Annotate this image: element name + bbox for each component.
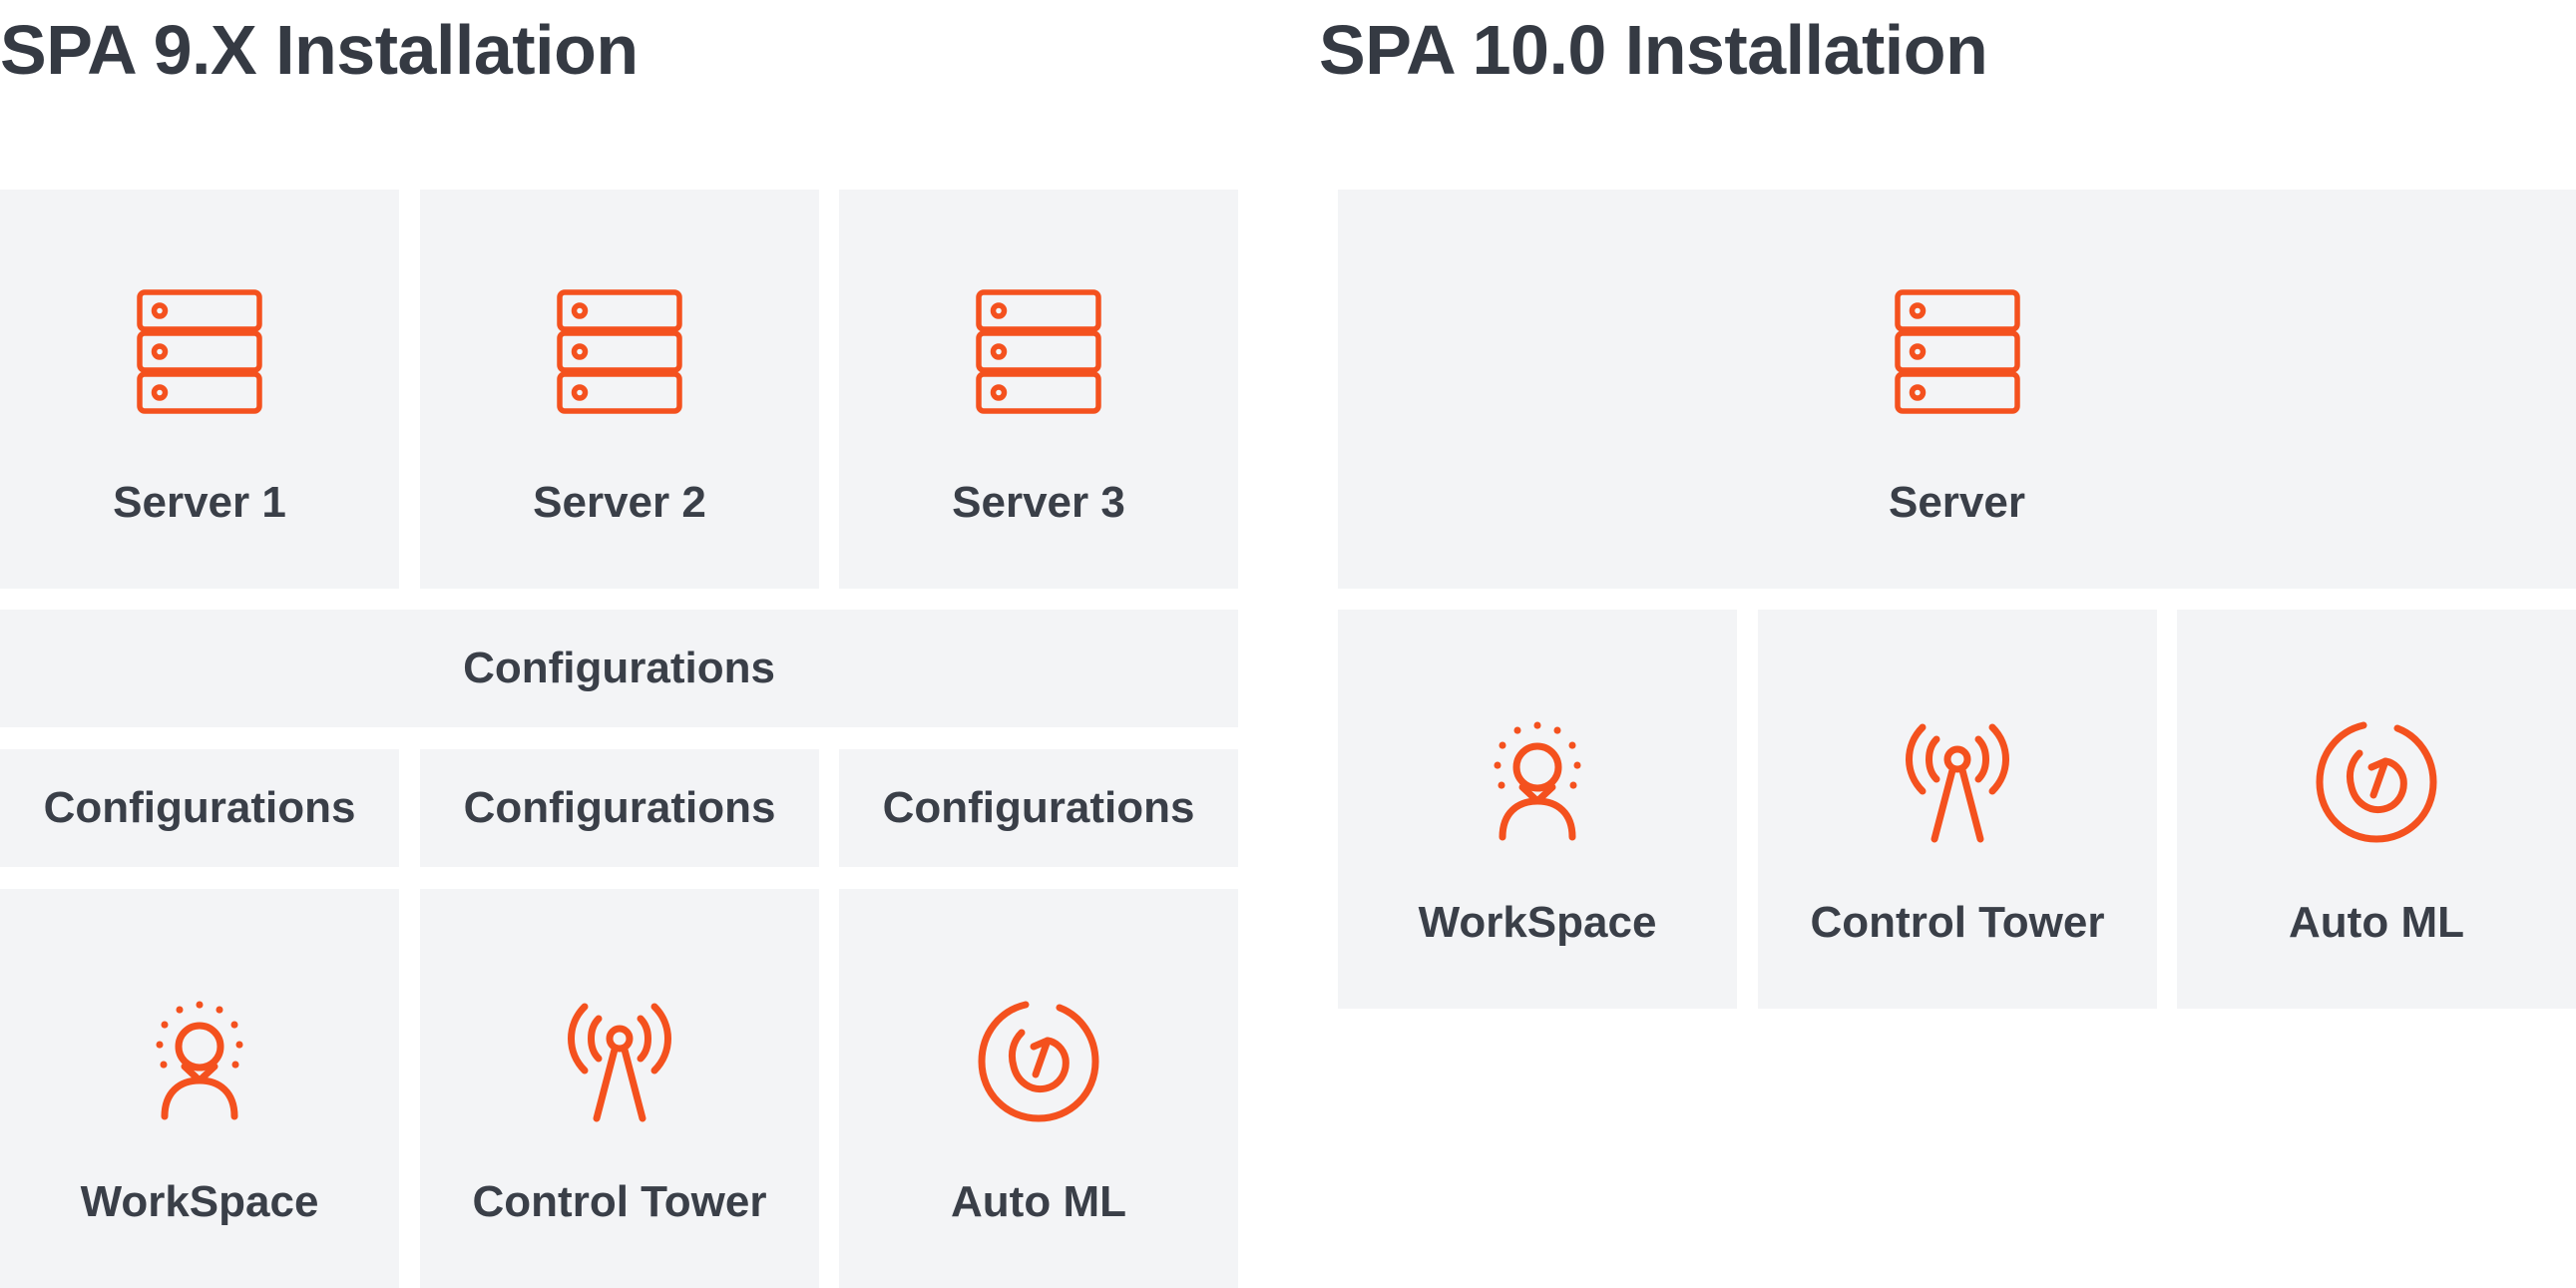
spa10-server-panel: Server — [1338, 190, 2576, 589]
spa9-server-3-label: Server 3 — [952, 478, 1125, 527]
spa10-title: SPA 10.0 Installation — [1319, 11, 1988, 89]
spa9-config-3: Configurations — [839, 749, 1238, 867]
spa9-config-2: Configurations — [420, 749, 819, 867]
spa9-server-2-panel: Server 2 — [420, 190, 819, 589]
spa9-app-workspace: WorkSpace — [0, 889, 399, 1288]
spa10-app-control-tower: Control Tower — [1758, 610, 2157, 1009]
workspace-person-icon — [1473, 717, 1602, 847]
spa10-app-control-tower-label: Control Tower — [1810, 898, 2105, 947]
server-icon — [135, 287, 264, 417]
spa9-config-2-label: Configurations — [463, 783, 776, 832]
spa9-app-control-tower-label: Control Tower — [472, 1177, 767, 1226]
refresh-cycle-icon — [2312, 717, 2441, 847]
server-icon — [974, 287, 1103, 417]
spa9-shared-configurations-label: Configurations — [463, 644, 775, 692]
server-icon — [1893, 287, 2022, 417]
refresh-cycle-icon — [974, 997, 1103, 1126]
spa9-app-auto-ml-label: Auto ML — [951, 1177, 1126, 1226]
spa10-app-auto-ml-label: Auto ML — [2289, 898, 2464, 947]
spa9-shared-configurations: Configurations — [0, 610, 1238, 727]
spa9-app-control-tower: Control Tower — [420, 889, 819, 1288]
spa9-server-1-panel: Server 1 — [0, 190, 399, 589]
antenna-tower-icon — [1893, 717, 2022, 847]
spa10-app-workspace-label: WorkSpace — [1418, 898, 1657, 947]
spa10-app-workspace: WorkSpace — [1338, 610, 1737, 1009]
spa9-title: SPA 9.X Installation — [0, 11, 639, 89]
spa10-app-auto-ml: Auto ML — [2177, 610, 2576, 1009]
workspace-person-icon — [135, 997, 264, 1126]
spa9-server-1-label: Server 1 — [113, 478, 286, 527]
spa9-server-3-panel: Server 3 — [839, 190, 1238, 589]
server-icon — [555, 287, 684, 417]
spa9-app-workspace-label: WorkSpace — [80, 1177, 319, 1226]
spa9-config-3-label: Configurations — [882, 783, 1195, 832]
antenna-tower-icon — [555, 997, 684, 1126]
spa9-app-auto-ml: Auto ML — [839, 889, 1238, 1288]
spa9-config-1-label: Configurations — [43, 783, 356, 832]
spa10-server-label: Server — [1888, 478, 2025, 527]
spa9-config-1: Configurations — [0, 749, 399, 867]
spa9-server-2-label: Server 2 — [533, 478, 706, 527]
